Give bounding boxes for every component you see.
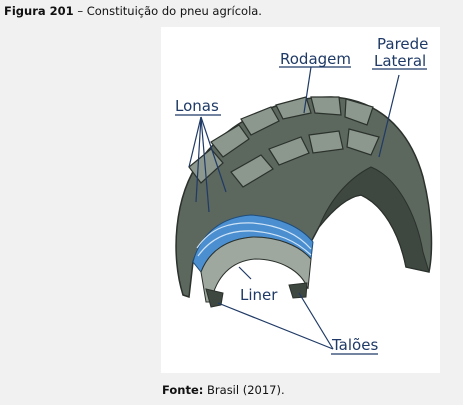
leader-lines: [175, 66, 427, 355]
source-text: Brasil (2017).: [203, 383, 285, 397]
label-liner: Liner: [240, 286, 278, 304]
inner-liner: [200, 236, 312, 303]
bead-right: [288, 282, 308, 299]
label-parede-line1: Parede: [377, 35, 428, 53]
label-parede-line2: Lateral: [374, 52, 426, 70]
bead-left: [205, 288, 224, 308]
figure-caption: Figura 201 – Constituição do pneu agríco…: [4, 4, 262, 18]
figure-panel: Rodagem Parede Lateral Lonas Liner Talõe…: [161, 27, 440, 373]
label-rodagem: Rodagem: [280, 50, 351, 68]
figure-number: Figura 201: [4, 4, 74, 18]
sidewall: [318, 166, 430, 273]
label-lonas: Lonas: [175, 97, 219, 115]
source-label: Fonte:: [162, 383, 204, 397]
figure-title: – Constituição do pneu agrícola.: [73, 4, 262, 18]
label-taloes: Talões: [331, 336, 378, 354]
tread-lugs: [188, 96, 380, 188]
tire-diagram: Rodagem Parede Lateral Lonas Liner Talõe…: [175, 35, 433, 355]
figure-source: Fonte: Brasil (2017).: [162, 383, 285, 397]
